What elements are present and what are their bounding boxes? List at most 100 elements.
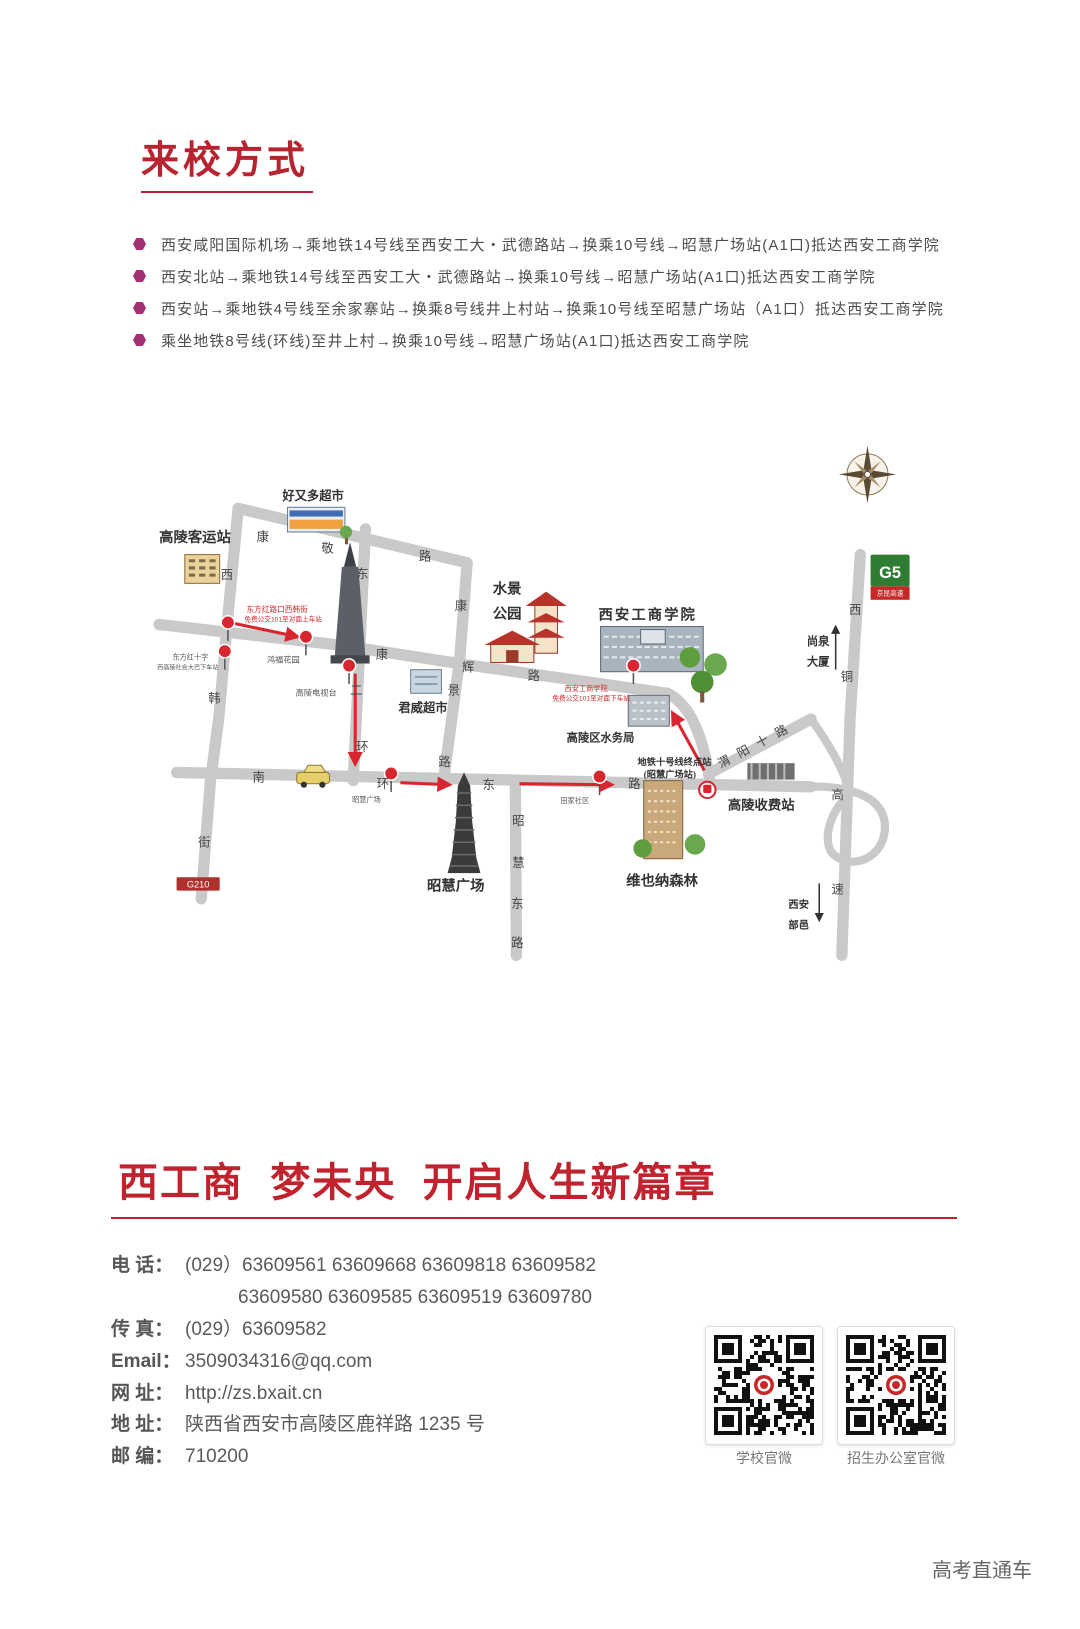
g210-road-sign: G210 (176, 877, 220, 891)
bus-stop-sign-icon (298, 629, 314, 656)
campus-route-map: G210 G5 京昆高速 (153, 445, 910, 961)
label-zhaohui-square: 昭慧广场 (427, 877, 484, 895)
tree-trunk (344, 536, 349, 545)
label-water-bureau: 高陵区水务局 (567, 731, 635, 745)
zip-label: 邮 编： (111, 1446, 174, 1467)
label-park-2: 公园 (493, 605, 522, 622)
bus-stop-sign-icon (625, 658, 641, 685)
label-stop-note-1: 东方红路口西韩街 (246, 604, 308, 614)
road-label: 路 (628, 776, 640, 791)
route-arrow (670, 710, 706, 772)
label-tv-station: 高陵电视台 (296, 687, 337, 697)
email-label: Email： (111, 1351, 181, 1372)
car-wheel (319, 781, 326, 788)
road-interchange (796, 714, 890, 866)
route-text: 西安北站→乘地铁14号线至西安工大・武德路站→换乘10号线→昭慧广场站(A1口)… (161, 268, 876, 286)
label-haoyouduo: 好又多超市 (281, 488, 344, 503)
phone-label: 电 话： (111, 1255, 174, 1276)
road-top-diagonal (232, 502, 473, 569)
label-junwei: 君威超市 (398, 700, 447, 715)
route-text: 西安站→乘地铁4号线至余家寨站→换乘8号线井上村站→换乘10号线至昭慧广场站（A… (161, 300, 944, 318)
car-cabin (302, 764, 327, 773)
fax-label: 传 真： (111, 1319, 174, 1340)
route-text: 西安咸阳国际机场→乘地铁14号线至西安工大・武德路站→换乘10号线→昭慧广场站(… (161, 236, 940, 254)
fax-value: (029）63609582 (185, 1319, 327, 1340)
bus-stop-sign-icon (217, 643, 233, 670)
qr-logo-seal-core (892, 1381, 900, 1389)
label-shangquan-1: 尚泉 (807, 634, 830, 648)
admissions-wechat-qr-code[interactable] (837, 1326, 955, 1445)
shuijing-park-pavilion (484, 591, 567, 663)
g5-sign-plate (870, 554, 910, 587)
road-label: 昭 (512, 814, 524, 828)
qr-code-icon (714, 1335, 814, 1435)
label-metro-terminal-1: 地铁十号线终点站 (638, 756, 713, 767)
tree-icon (690, 670, 714, 694)
subway-icon (698, 780, 717, 800)
qr-finder-patterns (714, 1335, 814, 1435)
building-windows (647, 789, 679, 844)
road-label: 环 (356, 740, 368, 754)
road-right-vertical (437, 557, 473, 787)
g5-sign-bar (870, 586, 910, 600)
building-body (410, 669, 442, 694)
road-label: 高 (832, 787, 844, 802)
toll-canopy (747, 763, 795, 780)
route-item: 西安咸阳国际机场→乘地铁14号线至西安工大・武德路站→换乘10号线→昭慧广场站(… (133, 228, 944, 260)
toll-stripes (750, 763, 786, 780)
g5-sign-text: G5 (879, 564, 901, 582)
label-xian-1: 西安 (788, 898, 809, 911)
pagoda-tiers (449, 792, 479, 867)
building-windows (414, 675, 438, 686)
label-toll: 高陵收费站 (728, 796, 795, 812)
qr-finder-patterns (846, 1335, 946, 1435)
car-wheel (300, 781, 307, 788)
car-icon (296, 764, 331, 788)
zip-value: 710200 (185, 1446, 249, 1467)
compass-center (863, 470, 872, 479)
building-windows (632, 701, 666, 721)
address-label: 地 址： (111, 1414, 174, 1435)
highrise-vienna-forest (633, 780, 706, 860)
compass-icon (838, 445, 897, 504)
road-top-horizontal (153, 618, 717, 792)
section-title: 来校方式 (141, 140, 310, 182)
road-label: 康 (455, 598, 467, 613)
route-text: 乘坐地铁8号线(环线)至井上村→换乘10号线→昭慧广场站(A1口)抵达西安工商学… (161, 332, 750, 350)
school-wechat-caption: 学校官微 (736, 1450, 792, 1466)
hexagon-bullet-icon (133, 238, 146, 250)
route-item: 西安北站→乘地铁14号线至西安工大・武德路站→换乘10号线→昭慧广场站(A1口)… (133, 260, 944, 292)
title-underline (141, 191, 313, 193)
building-band (289, 519, 343, 529)
qr-pattern (846, 1335, 946, 1435)
qr-pattern (714, 1335, 814, 1435)
road-xihan-street (195, 502, 244, 905)
road-label: 路 (511, 935, 523, 950)
park-gate-roof (484, 630, 540, 645)
route-item: 西安站→乘地铁4号线至余家寨站→换乘8号线井上村站→换乘10号线至昭慧广场站（A… (133, 292, 944, 324)
road-label: 速 (832, 883, 844, 897)
watermark: 高考直通车 (932, 1560, 1032, 1582)
label-college-stop-1: 西安工商学院 (565, 684, 608, 693)
phone-value-line2: 63609580 63609585 63609519 63609780 (238, 1287, 592, 1308)
road-label: 街 (198, 835, 210, 849)
hexagon-bullet-icon (133, 334, 146, 346)
route-list: 西安咸阳国际机场→乘地铁14号线至西安工大・武德路站→换乘10号线→昭慧广场站(… (133, 228, 944, 356)
label-hongfu: 鸿福花园 (267, 654, 300, 664)
road-highway (836, 548, 866, 961)
bus-stop-sign-icon (341, 658, 357, 685)
road-labels: 康 敬 路 西 韩 街 康 辉 路 康 景 路 东 二 环 南 环 东 路 昭 … (198, 529, 861, 950)
pagoda-roof (527, 628, 565, 638)
slogan: 西工商 梦未央 开启人生新篇章 (118, 1161, 717, 1205)
label-vienna: 维也纳森林 (626, 871, 698, 889)
hexagon-bullet-icon (133, 302, 146, 314)
school-wechat-qr-code[interactable] (705, 1326, 823, 1445)
label-dfh-cross-2: 西高陵社会大巴下车站 (157, 664, 219, 672)
zhaohui-pagoda (447, 772, 481, 874)
bus-stop-sign-icon (592, 769, 607, 796)
obelisk-statue (343, 542, 357, 567)
website-link[interactable]: http://zs.bxait.cn (185, 1383, 323, 1404)
building-entrance (640, 629, 666, 645)
email-link[interactable]: 3509034316@qq.com (185, 1351, 373, 1372)
slogan-underline (111, 1217, 957, 1219)
